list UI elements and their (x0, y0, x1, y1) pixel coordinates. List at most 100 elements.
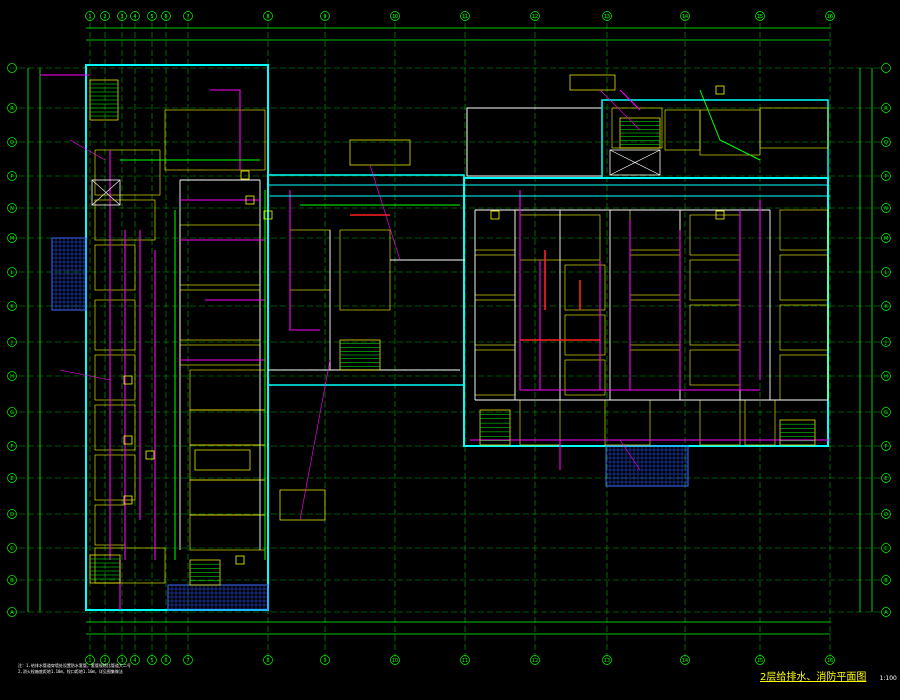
drawing-title: 2层给排水、消防平面图 (760, 672, 867, 683)
axis-label: 3 (120, 658, 123, 664)
axis-bubble (755, 655, 765, 665)
room-outline (289, 229, 331, 291)
room-outline (474, 299, 516, 346)
axis-bubble (881, 301, 891, 311)
leader-line (619, 439, 641, 471)
room-outline (94, 299, 136, 351)
axis-label: 9 (323, 14, 326, 20)
pipes (40, 74, 830, 610)
axis-bubble (460, 655, 470, 665)
axis-bubble (7, 203, 17, 213)
room-outline (689, 304, 741, 346)
room-outline (779, 209, 829, 251)
axis-label: G (10, 410, 14, 416)
note-1: 1.给排水管道穿墙处设置防水套管，套管规格比管道大二号 (26, 663, 131, 668)
room-outline (474, 254, 516, 296)
axis-bubble (881, 337, 891, 347)
axis-bubble (602, 655, 612, 665)
axis-label: 4 (133, 14, 136, 20)
room-outline (474, 349, 516, 396)
axis-bubble (390, 11, 400, 21)
axis-bubble (7, 233, 17, 243)
axis-label: E (884, 476, 887, 482)
axis-bubble (7, 473, 17, 483)
room-outline (689, 349, 741, 386)
axis-label: 7 (186, 14, 189, 20)
outer-wall-left-wing (85, 64, 269, 611)
axis-label: H (884, 374, 888, 380)
rooms (94, 107, 829, 584)
axis-label: 2 (103, 658, 106, 664)
callouts (59, 74, 641, 521)
room-outline (629, 209, 681, 251)
room-outline (699, 399, 741, 446)
axis-bubble (881, 137, 891, 147)
fixture-box (145, 450, 155, 460)
room-outline (564, 264, 606, 311)
axis-bubble (755, 11, 765, 21)
axis-bubble (881, 203, 891, 213)
axis-label: 16 (827, 658, 833, 664)
room-outline (94, 354, 136, 401)
elevator-cross (91, 179, 121, 206)
axis-bubble (680, 655, 690, 665)
axis-label: K (884, 304, 888, 310)
leader-line (69, 139, 106, 161)
axis-label: K (10, 304, 14, 310)
room-outline (629, 349, 681, 391)
room-outline (94, 244, 136, 291)
axis-label: P (10, 174, 13, 180)
axis-bubble (881, 267, 891, 277)
room-outline (779, 304, 829, 351)
axis-bubble (881, 233, 891, 243)
axis-label: 11 (462, 14, 468, 20)
axis-label: 7 (186, 658, 189, 664)
room-outline (779, 254, 829, 301)
fixture-box (245, 195, 255, 205)
axis-bubble (881, 371, 891, 381)
room-outline (564, 359, 606, 396)
axis-bubble (85, 11, 95, 21)
axis-label: Q (10, 140, 14, 146)
room-outline (189, 409, 266, 446)
axis-bubble (147, 655, 157, 665)
axis-label: D (884, 512, 888, 518)
axis-label: 11 (462, 658, 468, 664)
axis-label: 1 (88, 658, 91, 664)
room-outline (179, 344, 261, 366)
room-outline (339, 229, 391, 311)
axis-bubble (7, 63, 17, 73)
fixture-box (123, 495, 133, 505)
building-structure (40, 64, 830, 611)
axis-bubble (7, 607, 17, 617)
elevator-box (609, 149, 661, 176)
axis-label: 4 (133, 658, 136, 664)
axis-bubble (130, 655, 140, 665)
axis-label: 10 (392, 14, 398, 20)
axis-label: 14 (682, 658, 688, 664)
axis-label: 8 (266, 14, 269, 20)
axis-bubble (7, 575, 17, 585)
axis-label: C (884, 546, 888, 552)
axis-bubble (881, 543, 891, 553)
pipe-line (289, 190, 320, 331)
axis-bubble (183, 11, 193, 21)
axis-label: 8 (266, 658, 269, 664)
drawing-scale: 1:100 (879, 675, 897, 682)
axis-label: 13 (604, 658, 610, 664)
callout-box (279, 489, 326, 521)
axis-bubble (390, 655, 400, 665)
axis-bubble (825, 11, 835, 21)
axis-label: J (884, 340, 886, 346)
room-outline (94, 149, 161, 196)
axis-bubble (680, 11, 690, 21)
fixture-box (263, 210, 273, 220)
axis-bubble (881, 171, 891, 181)
axis-label: D (10, 512, 14, 518)
grid-hatch-left (51, 237, 87, 311)
axis-bubble (183, 655, 193, 665)
axis-label: M (10, 236, 14, 242)
fixture-box (123, 435, 133, 445)
axis-label: 3 (120, 14, 123, 20)
axis-bubble (117, 11, 127, 21)
